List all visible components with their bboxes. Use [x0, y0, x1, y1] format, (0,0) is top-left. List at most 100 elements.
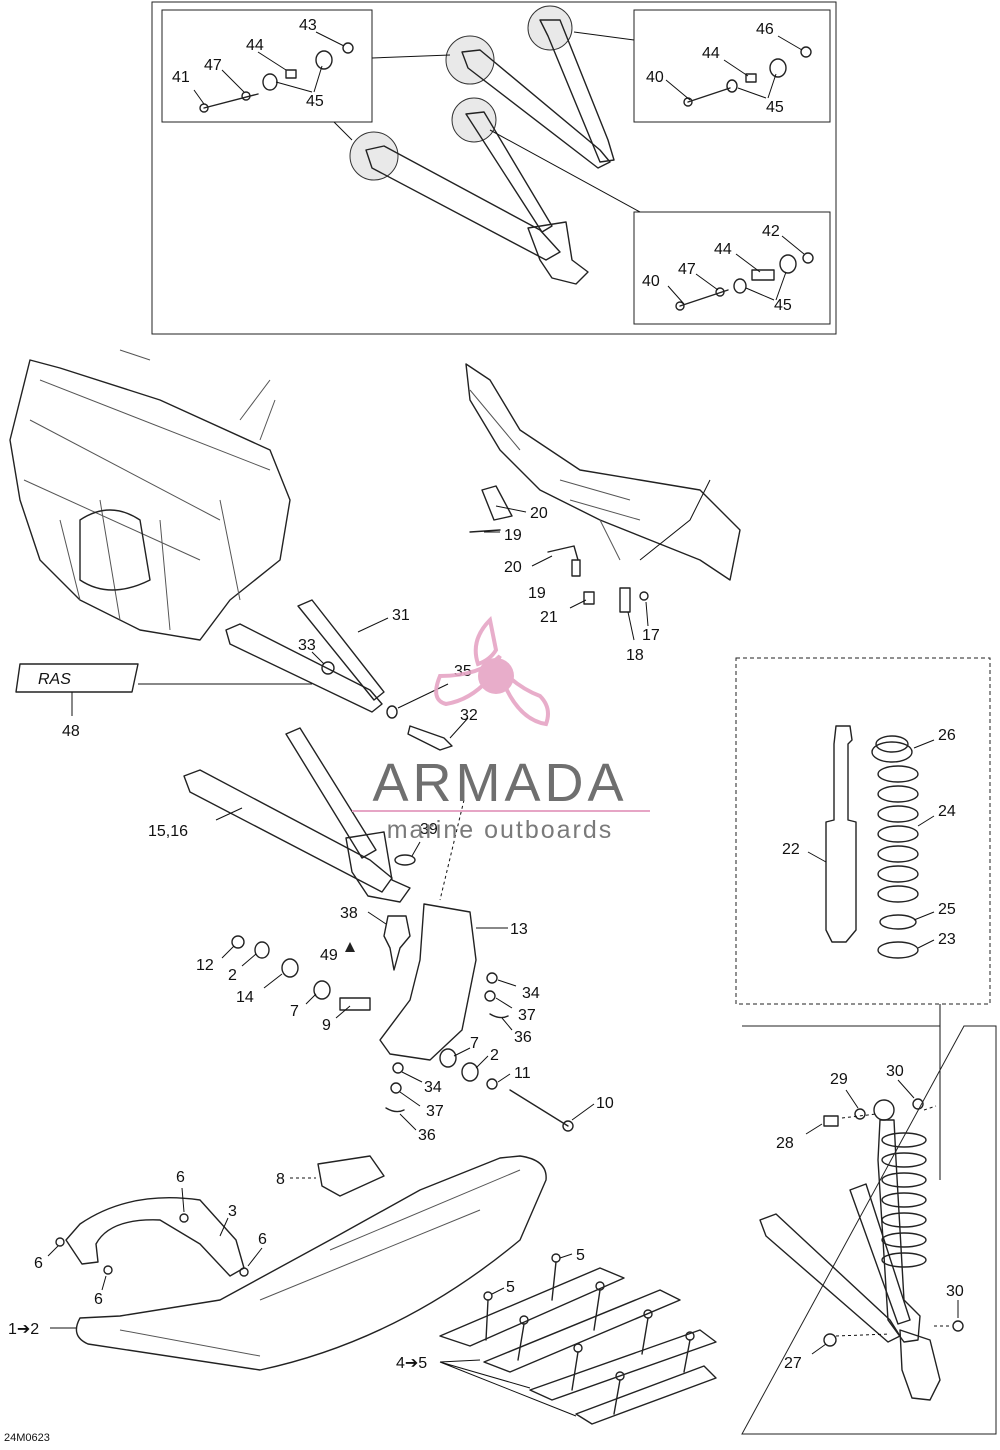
callout-48: 48 [62, 723, 80, 740]
assembly-shock [877, 1119, 921, 1343]
plate-20 [481, 485, 513, 521]
shock-frame [735, 657, 991, 1005]
callout-46: 46 [756, 21, 774, 38]
callout-37: 37 [426, 1103, 444, 1120]
ball-joint-32 [407, 725, 453, 751]
callout-9: 9 [322, 1017, 331, 1034]
runner [439, 1267, 625, 1347]
callout-7: 7 [470, 1035, 479, 1052]
bushing-45 [315, 50, 333, 70]
callout-40: 40 [646, 69, 664, 86]
ski-assembly [47, 1155, 547, 1371]
callout-41: 41 [172, 69, 190, 86]
callout-6: 6 [258, 1231, 267, 1248]
callout-47: 47 [204, 57, 222, 74]
ring-23 [877, 941, 919, 959]
nut-37 [390, 1082, 402, 1094]
nut-30 [952, 1320, 964, 1332]
spring-cap-26 [875, 735, 909, 753]
decal-text: RAS [38, 671, 71, 688]
bolt-40 [683, 87, 731, 107]
assembly-upper-arm [849, 1183, 911, 1325]
highlight-disc [451, 97, 497, 143]
callout-44: 44 [714, 241, 732, 258]
callout-27: 27 [784, 1355, 802, 1372]
callout-42: 42 [762, 223, 780, 240]
callout-29: 29 [830, 1071, 848, 1088]
runner [529, 1329, 717, 1401]
washer-17 [639, 591, 649, 601]
bushing-14 [281, 958, 299, 978]
watermark-logo [434, 615, 550, 727]
callout-31: 31 [392, 607, 410, 624]
callout-34: 34 [522, 985, 540, 1002]
callout-19: 19 [504, 527, 522, 544]
callout-10: 10 [596, 1095, 614, 1112]
runner [483, 1289, 681, 1373]
runner-studs [483, 1253, 695, 1415]
bushing-inset-upper-right [633, 9, 831, 123]
bolt-27 [823, 1333, 837, 1347]
highlight-disc [445, 35, 495, 85]
bolt-10 [509, 1089, 574, 1132]
callout-33: 33 [298, 637, 316, 654]
callout-labels: 43 44 47 41 45 46 44 40 45 42 44 47 40 4… [8, 17, 964, 1372]
mounting-hardware [469, 479, 711, 641]
callout-7: 7 [290, 1003, 299, 1020]
bushing-7 [313, 980, 331, 1000]
screw-6 [239, 1267, 249, 1277]
lower-a-arm-tube [365, 145, 561, 261]
lower-a-arm-tube [465, 111, 553, 233]
callout-6: 6 [34, 1255, 43, 1272]
callout-13: 13 [510, 921, 528, 938]
screw-6 [103, 1265, 113, 1275]
callout-38: 38 [340, 905, 358, 922]
ski-handle-3 [65, 1197, 245, 1277]
sleeve-9 [339, 997, 371, 1011]
front-frame [9, 349, 291, 641]
callout-12: 12 [196, 957, 214, 974]
callout-36: 36 [418, 1127, 436, 1144]
callout-5: 5 [576, 1247, 585, 1264]
ball-joint-38 [383, 915, 411, 971]
spring-24 [877, 765, 919, 903]
sleeve-44 [285, 69, 297, 79]
watermark-tagline: marine outboards [386, 816, 614, 844]
clip-20 [547, 545, 579, 561]
callout-3: 3 [228, 1203, 237, 1220]
upper-a-arm-31 [225, 599, 469, 751]
lower-a-arm-15-16 [183, 727, 421, 971]
detail-frame [151, 1, 837, 335]
ring-39 [394, 854, 416, 866]
callout-44: 44 [246, 37, 264, 54]
callout-25: 25 [938, 901, 956, 918]
upper-a-arm-tube [539, 19, 615, 163]
bushing-45 [733, 278, 747, 294]
watermark-brand: ARMADA [372, 753, 628, 813]
nut-43 [342, 42, 354, 54]
callout-30: 30 [886, 1063, 904, 1080]
spacer-25 [879, 914, 917, 930]
callout-22: 22 [782, 841, 800, 858]
callout-11: 11 [514, 1065, 531, 1082]
nut-33 [321, 661, 335, 675]
shock-absorber-22 [825, 725, 857, 943]
washer-34 [486, 972, 498, 984]
bolt-18 [619, 587, 631, 613]
sleeve-44 [745, 73, 757, 83]
rear-frame-bracket [465, 363, 741, 581]
nut-46 [800, 46, 812, 58]
bolt-28 [823, 1115, 839, 1127]
bushing-45 [779, 254, 797, 274]
nut-11 [486, 1078, 498, 1090]
callout-47: 47 [678, 261, 696, 278]
callout-28: 28 [776, 1135, 794, 1152]
callout-49: 49 [320, 947, 338, 964]
nut-30 [912, 1098, 924, 1110]
callout-39: 39 [420, 821, 438, 838]
callout-8: 8 [276, 1171, 285, 1188]
bushing-inset-left [161, 9, 373, 123]
assembly-lower-arm [759, 1213, 901, 1343]
pin-36 [385, 1107, 405, 1113]
ras-decal-48: RAS [15, 663, 312, 716]
